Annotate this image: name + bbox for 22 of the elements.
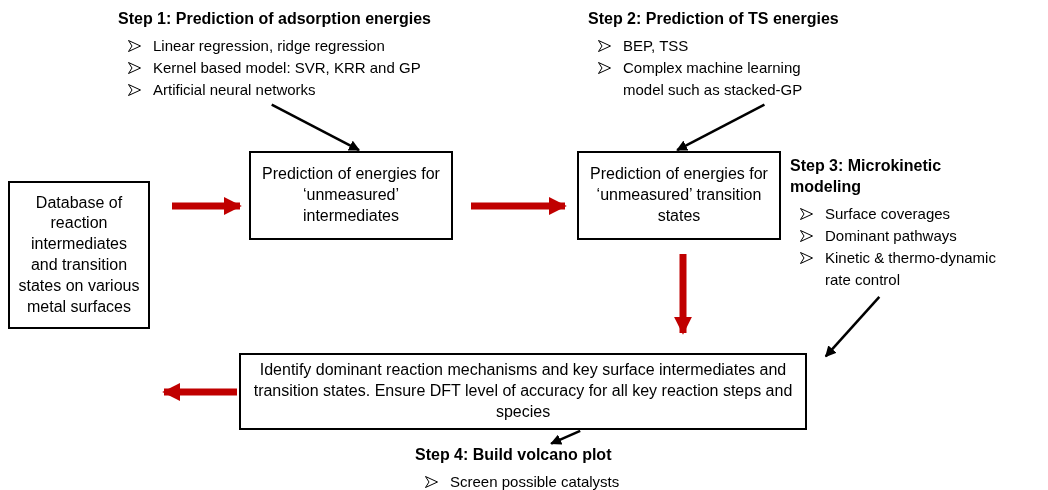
step-heading: Step 3: Microkinetic modeling — [790, 156, 943, 197]
list-item-text: Dominant pathways — [825, 226, 958, 246]
arrow — [162, 382, 237, 402]
list-item-text: Surface coverages — [825, 204, 952, 224]
process-box: Database of reaction intermediates and transition states on various metal surfaces — [8, 181, 150, 329]
list-item-text: Kernel based model: SVR, KRR and GP — [153, 58, 422, 78]
arrow — [676, 103, 765, 152]
process-box: Identify dominant reaction mechanisms and key surface intermediates and transition states. Ensure DFT level of accuracy for all key reaction steps and species — [239, 353, 807, 430]
process-box: Prediction of energies for ‘unmeasured’ transition states — [577, 151, 781, 240]
list-item-text: Kinetic & thermo-dynamic rate control — [825, 248, 997, 290]
list-item-text: Linear regression, ridge regression — [153, 36, 386, 56]
list-item-text: BEP, TSS — [623, 36, 690, 56]
step-heading: Step 1: Prediction of adsorption energies — [118, 9, 432, 29]
arrow — [824, 296, 881, 358]
step-heading: Step 2: Prediction of TS energies — [588, 9, 840, 29]
list-item-text: Artificial neural networks — [153, 80, 317, 100]
arrow — [271, 103, 360, 152]
list-item-text: Screen possible catalysts — [450, 472, 621, 490]
arrow — [550, 429, 581, 445]
list-item-text: Complex machine learning model such as stacked-GP — [623, 58, 804, 100]
step-heading: Step 4: Build volcano plot — [415, 445, 613, 465]
process-box: Prediction of energies for ‘unmeasured’ intermediates — [249, 151, 453, 240]
